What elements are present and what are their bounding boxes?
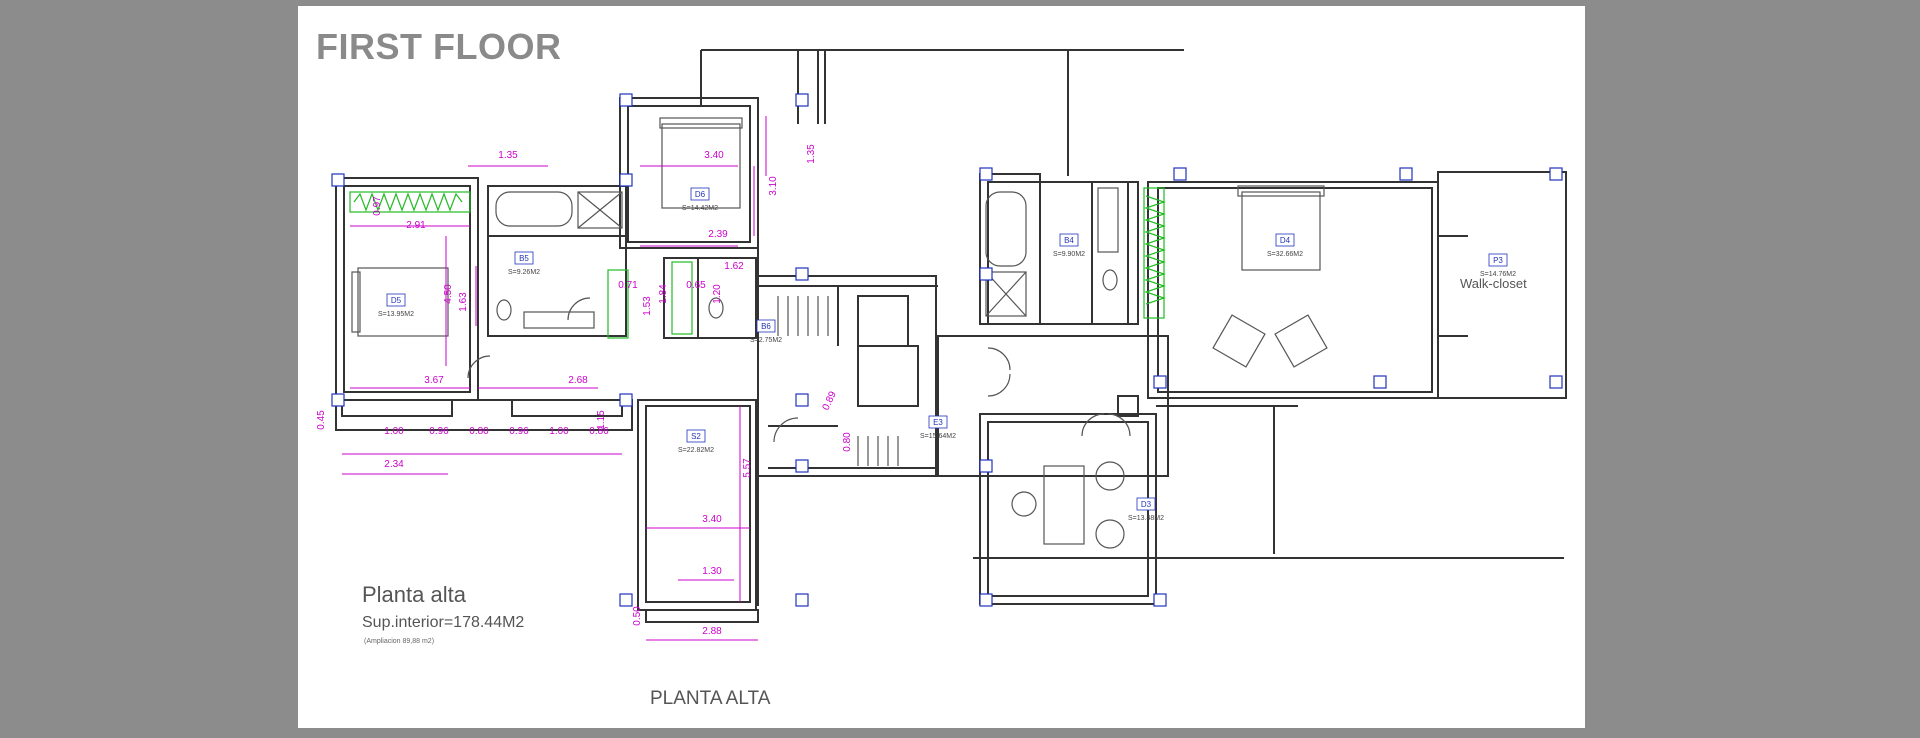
dimension-label: 1.20 <box>712 284 723 304</box>
dimension-lines <box>342 116 767 641</box>
dimension-label: 1.00 <box>384 426 404 437</box>
room-tag-box <box>1488 253 1508 267</box>
dimension-label: 0.96 <box>509 426 529 437</box>
room-area: S=22.82M2 <box>678 447 714 454</box>
dimension-label: 0.80 <box>842 432 853 452</box>
dimension-label: 5.57 <box>742 458 753 478</box>
dimension-label: 0.80 <box>469 426 489 437</box>
dimension-label: 0.89 <box>821 389 839 412</box>
dimension-label: 2.68 <box>568 375 588 386</box>
room-area: S=9.90M2 <box>1053 251 1085 258</box>
room-area: S=15.64M2 <box>920 433 956 440</box>
dimension-labels: 1.35 3.40 1.35 3.10 2.39 0.97 2.91 4.50 1.63 3.67… <box>316 144 853 637</box>
room-tag: D5 <box>391 296 402 305</box>
dimension-label: 0.50 <box>632 606 643 626</box>
page-title: FIRST FLOOR <box>316 26 562 67</box>
room-tag: B5 <box>519 254 529 263</box>
room-tag-box <box>386 293 406 307</box>
dimension-label: 1.00 <box>549 426 569 437</box>
room-area: S=14.42M2 <box>682 205 718 212</box>
fixtures <box>351 117 1328 549</box>
room-tag: B6 <box>761 322 771 331</box>
dimension-label: 1.84 <box>658 284 669 304</box>
dimension-label: 3.67 <box>424 375 444 386</box>
dimension-label: 3.40 <box>702 514 722 525</box>
room-tag: E3 <box>933 418 943 427</box>
room-area: S=13.95M2 <box>378 311 414 318</box>
room-tag-box <box>690 187 710 201</box>
room-tag: D3 <box>1141 500 1152 509</box>
closet-rails <box>349 187 1166 339</box>
dimension-label: 1.30 <box>702 566 722 577</box>
dimension-label: 3.10 <box>768 176 779 196</box>
footer-label: PLANTA ALTA <box>650 688 771 709</box>
room-tag: P3 <box>1493 256 1503 265</box>
room-tag: S2 <box>691 432 701 441</box>
room-tag: D6 <box>695 190 706 199</box>
room-area: S=32.66M2 <box>1267 251 1303 258</box>
room-area: S=2.75M2 <box>750 337 782 344</box>
walk-closet-label: Walk-closet <box>1460 276 1527 291</box>
dimension-label: 1.35 <box>806 144 817 164</box>
dimension-label: 0.97 <box>372 196 383 216</box>
dimension-label: 2.34 <box>384 459 404 470</box>
dimension-label: 2.39 <box>708 229 728 240</box>
room-area: S=14.76M2 <box>1480 271 1516 278</box>
dimension-label: 0.86 <box>589 426 609 437</box>
floor-plan-drawing: D5S=13.95M2 B5S=9.26M2 D6S=14.42M2B6S=2.75… <box>316 49 1567 641</box>
room-tag: D4 <box>1280 236 1291 245</box>
room-tag-box <box>756 319 776 333</box>
legend-interior-area: Sup.interior=178.44M2 <box>362 614 525 631</box>
dimension-label: 0.45 <box>316 410 327 430</box>
room-area: S=13.48M2 <box>1128 515 1164 522</box>
dimension-label: 4.50 <box>443 284 454 304</box>
legend-floor-name: Planta alta <box>362 582 466 607</box>
dimension-label: 1.53 <box>642 296 653 316</box>
room-tag-box <box>1059 233 1079 247</box>
room-tag-box <box>928 415 948 429</box>
room-tag-box <box>1136 497 1156 511</box>
dimension-label: 0.71 <box>618 280 638 291</box>
dimension-label: 0.65 <box>686 280 706 291</box>
dimension-label: 1.15 <box>596 410 607 430</box>
room-tag: B4 <box>1064 236 1074 245</box>
dimension-label: 1.35 <box>498 150 518 161</box>
dimension-label: 1.63 <box>458 292 469 312</box>
structural-columns <box>331 93 1563 607</box>
room-tag-box <box>514 251 534 265</box>
legend-extension-note: (Ampliacion 89,88 m2) <box>364 638 435 645</box>
dimension-label: 3.40 <box>704 150 724 161</box>
room-labels: D5S=13.95M2 B5S=9.26M2 D6S=14.42M2B6S=2.75… <box>378 187 1516 522</box>
walls <box>335 49 1567 623</box>
dimension-label: 2.88 <box>702 626 722 637</box>
room-tag-box <box>686 429 706 443</box>
room-tag-box <box>1275 233 1295 247</box>
room-area: S=9.26M2 <box>508 269 540 276</box>
dimension-label: 0.96 <box>429 426 449 437</box>
dimension-label: 2.91 <box>406 220 426 231</box>
dimension-label: 1.62 <box>724 261 744 272</box>
